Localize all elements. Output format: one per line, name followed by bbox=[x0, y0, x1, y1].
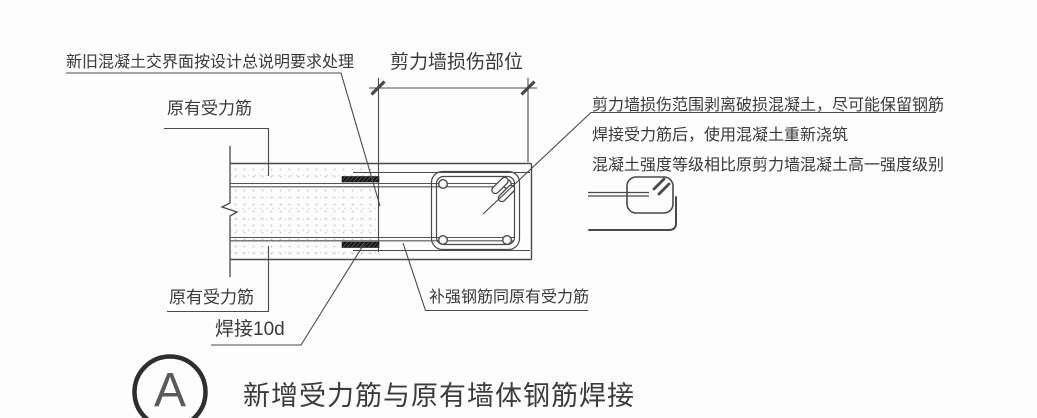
existing-bar-top-label: 原有受力筋 bbox=[167, 99, 252, 118]
stirrup-cage bbox=[430, 170, 521, 251]
detail-title: 新增受力筋与原有墙体钢筋焊接 bbox=[243, 381, 635, 411]
stirrup-hook bbox=[491, 176, 516, 203]
detail-bubble-letter: A bbox=[153, 364, 186, 417]
leader-lines bbox=[66, 72, 936, 346]
weld-hatch-bottom bbox=[341, 241, 380, 248]
damage-zone-label: 剪力墙损伤部位 bbox=[390, 52, 524, 73]
existing-bar-top-line bbox=[230, 182, 514, 188]
interface-note-label: 新旧混凝土交界面按设计总说明要求处理 bbox=[66, 54, 355, 71]
weld-hatch-top bbox=[341, 176, 380, 183]
note-line-2: 焊接受力筋后，使用混凝土重新浇筑 bbox=[592, 127, 849, 144]
dimension-line bbox=[369, 78, 537, 162]
reinforce-bar-label: 补强钢筋同原有受力筋 bbox=[429, 289, 590, 306]
existing-bar-bottom-line bbox=[230, 236, 514, 242]
note-line-3: 混凝土强度等级相比原剪力墙混凝土高一强度级别 bbox=[592, 157, 945, 174]
detail-bubble-circle bbox=[132, 354, 208, 418]
weld-length-label: 焊接10d bbox=[215, 319, 285, 340]
note-line-1: 剪力墙损伤范围剥离破损混凝土，尽可能保留钢筋 bbox=[592, 97, 945, 114]
damage-zone-boundary bbox=[353, 171, 530, 252]
existing-bar-bottom-label: 原有受力筋 bbox=[169, 288, 254, 307]
wall-outline bbox=[230, 162, 533, 261]
rebar-splice-symbol bbox=[588, 176, 677, 231]
break-line bbox=[220, 146, 239, 277]
